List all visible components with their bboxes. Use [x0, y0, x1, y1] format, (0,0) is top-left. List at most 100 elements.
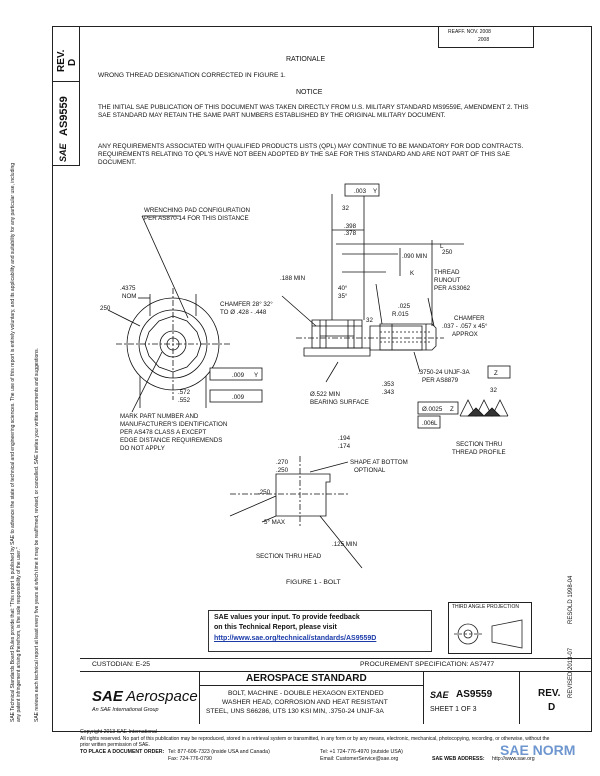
label-mark-4: EDGE DISTANCE REQUIREMENDS	[120, 437, 222, 444]
label-chamfer-r: CHAMFER	[454, 315, 485, 322]
projection-box	[448, 602, 532, 654]
dim-090: .090 MIN	[402, 253, 427, 260]
label-nom: NOM	[122, 293, 136, 300]
title-block-heading-cell	[200, 672, 424, 686]
dim-174: .174	[338, 443, 351, 450]
fcf-y-a: Y	[254, 372, 258, 379]
bolt-head-profile	[311, 319, 363, 349]
third-angle-symbol	[454, 619, 523, 649]
title-sae-small: SAE	[430, 690, 449, 700]
fcf-l: L	[434, 420, 438, 427]
thread-profile-section	[459, 399, 509, 417]
label-chamfer-2: TO Ø .428 - .448	[220, 309, 267, 316]
bolt-washer-flange	[303, 347, 371, 357]
feedback-url-link[interactable]: http://www.sae.org/technical/standards/A…	[214, 635, 377, 642]
dim-353: .353	[382, 381, 395, 388]
label-wrenching: WRENCHING PAD CONFIGURATION	[144, 207, 250, 214]
fcf-003: .003	[354, 188, 367, 195]
dim-r025: .025	[398, 303, 411, 310]
title-line-1: BOLT, MACHINE - DOUBLE HEXAGON EXTENDED	[228, 690, 384, 697]
notice-heading: NOTICE	[296, 89, 323, 96]
fcf-z: Z	[494, 370, 498, 377]
title-block-text-cell	[200, 686, 424, 724]
label-thread-runout: THREAD	[434, 269, 460, 276]
revision-stamp-line2: 2008	[478, 37, 490, 43]
title-rev-value: D	[548, 702, 556, 713]
dim-125: .125 MIN	[332, 541, 357, 548]
finish-32-thread: 32	[490, 387, 497, 394]
dim-270: .270	[276, 459, 289, 466]
feedback-line-2: on this Technical Report, please visit	[214, 624, 337, 631]
revision-stamp-box	[438, 26, 534, 48]
label-chamfer-r-2: .037 - .057 x 45°	[442, 323, 488, 330]
dim-r015: R.015	[392, 311, 409, 318]
label-section-head: SECTION THRU HEAD	[256, 553, 322, 560]
rationale-text: WRONG THREAD DESIGNATION CORRECTED IN FI…	[98, 72, 286, 79]
side-rev-value: D	[67, 58, 78, 66]
fcf-z-2: Z	[450, 406, 454, 413]
dim-194: .194	[338, 435, 351, 442]
logo-subtitle: An SAE International Group	[92, 707, 159, 713]
footer-tel: Tel: 877-606-7323 (inside USA and Canada…	[168, 749, 270, 755]
label-mark-3: PER AS478 CLASS A EXCEPT	[120, 429, 207, 436]
footer-rights: All rights reserved. No part of this pub…	[80, 736, 550, 748]
dim-5-max: 5° MAX	[264, 519, 285, 526]
footer-email: Email: CustomerService@sae.org	[320, 756, 399, 762]
label-section-thread-2: THREAD PROFILE	[452, 449, 506, 456]
dim-398: .398	[344, 223, 357, 230]
side-sae-logo: SAE	[58, 143, 68, 162]
logo-sae: SAE	[92, 688, 123, 705]
footer-copyright: Copyright 2013 SAE International	[80, 729, 157, 735]
finish-32-top: 32	[342, 205, 349, 212]
dim-552: .552	[178, 397, 191, 404]
finish-32-mid: 32	[366, 317, 373, 324]
dim-250-left: 250	[100, 305, 111, 312]
title-line-2: WASHER HEAD, CORROSION AND HEAT RESISTAN…	[222, 699, 388, 706]
label-wrenching-2: PER AS870-14 FOR THIS DISTANCE	[144, 215, 249, 222]
fcf-0025: Ø.0025	[422, 406, 443, 413]
title-block-logo-cell	[80, 672, 200, 724]
standard-heading: AEROSPACE STANDARD	[246, 673, 367, 684]
fcf-006: .006	[422, 420, 435, 427]
dim-4375: .4375	[120, 285, 136, 292]
title-doc-number: AS9559	[456, 689, 493, 700]
custodian-text: CUSTODIAN: E-25	[92, 661, 151, 668]
procurement-text: PROCUREMENT SPECIFICATION: AS7477	[360, 661, 495, 668]
right-reaff-stamp: RESOLD 1998-04	[568, 575, 574, 624]
fcf-009-b: .009	[232, 394, 245, 401]
feedback-line-1: SAE values your input. To provide feedba…	[214, 614, 360, 621]
title-rev-label: REV.	[538, 688, 561, 699]
page-border	[52, 26, 592, 732]
notice-paragraph-2: ANY REQUIREMENTS ASSOCIATED WITH QUALIFI…	[98, 143, 524, 166]
angle-40: 40°	[338, 285, 348, 292]
side-rev-label: REV.	[56, 49, 67, 72]
dim-378: .378	[344, 230, 357, 237]
label-l: L	[440, 243, 444, 250]
label-chamfer-r-3: APPROX	[452, 331, 478, 338]
dim-250-c: .250	[258, 489, 271, 496]
left-disclaimer-2: SAE reviews each technical report at lea…	[34, 348, 40, 722]
label-shape-2: OPTIONAL	[354, 467, 386, 474]
dim-250-b: .250	[276, 467, 289, 474]
angle-35: 35°	[338, 293, 348, 300]
rationale-heading: RATIONALE	[286, 56, 326, 63]
label-section-thread: SECTION THRU	[456, 441, 502, 448]
side-doc-number: AS9559	[58, 96, 70, 136]
logo-aerospace: Aerospace	[126, 688, 198, 705]
title-block-docno-cell	[424, 672, 520, 724]
label-mark-5: DO NOT APPLY	[120, 445, 165, 452]
label-chamfer: CHAMFER 28° 32°	[220, 301, 273, 308]
title-sheet: SHEET 1 OF 3	[430, 706, 477, 713]
footer-web-link[interactable]: http://www.sae.org	[492, 756, 535, 762]
dim-250-right: 250	[442, 249, 453, 256]
footer-web-label: SAE WEB ADDRESS:	[432, 756, 485, 762]
label-thread: .3750-24 UNJF-3A	[418, 369, 470, 376]
label-thread-runout-2: RUNOUT	[434, 277, 461, 284]
side-header-strip	[52, 26, 80, 166]
custodian-row	[80, 658, 592, 672]
dim-522: Ø.522 MIN	[310, 391, 340, 398]
figure-caption: FIGURE 1 - BOLT	[286, 579, 341, 586]
label-mark-1: MARK PART NUMBER AND	[120, 413, 199, 420]
projection-label: THIRD ANGLE PROJECTION	[452, 604, 519, 610]
bolt-thread-section	[379, 323, 437, 351]
